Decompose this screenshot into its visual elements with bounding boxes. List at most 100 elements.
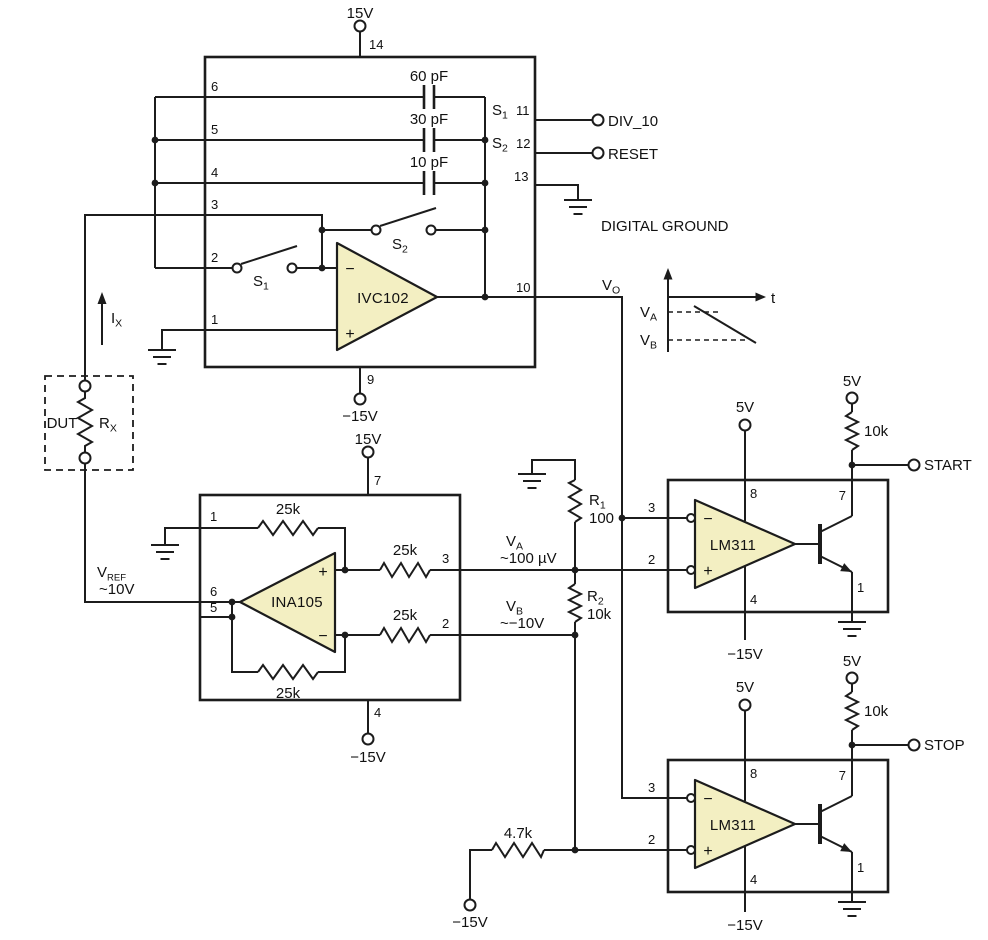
- wire-vo: [437, 296, 687, 799]
- label-cap-30pf: 30 pF: [410, 111, 448, 128]
- pin-label-2: 2: [648, 552, 655, 567]
- ivc102-opamp-triangle: [335, 241, 439, 352]
- level-label-va: VA: [640, 304, 657, 324]
- resistor-4k7: [491, 841, 545, 860]
- ina105-opamp-triangle: [238, 551, 337, 654]
- pin-label-13: 13: [514, 169, 528, 184]
- pin-label-14: 14: [369, 37, 383, 52]
- junction-dot: [571, 566, 579, 574]
- pin-label-1: 1: [857, 580, 864, 595]
- transistor-start: [818, 524, 852, 572]
- label-dut: DUT: [47, 415, 78, 432]
- pin-label-5: 5: [210, 600, 217, 615]
- wire-cap-rows: [155, 96, 485, 184]
- junction-dot: [228, 613, 236, 621]
- waveform-sketch: [663, 268, 766, 352]
- junction-dot: [341, 566, 349, 574]
- lm311-start-box: [666, 478, 890, 614]
- label-10k-pullup: 10k: [864, 423, 889, 440]
- axis-arrow-icon: [663, 268, 673, 280]
- wire-start-pullup: [851, 403, 909, 516]
- junction-dot: [848, 741, 856, 749]
- resistor-10k-stop: [843, 691, 861, 731]
- resistor-25k-pos: [379, 560, 431, 580]
- pin-label-4: 4: [750, 592, 757, 607]
- current-arrow-ix: [97, 292, 107, 345]
- wire-digital-ground: [535, 184, 579, 200]
- pin-label-7: 7: [839, 488, 846, 503]
- label-supply-5v: 5V: [736, 679, 754, 696]
- junction-dot: [318, 226, 326, 234]
- ix-arrowhead-icon: [97, 292, 107, 304]
- terminal-neg15v-ina: [361, 732, 375, 746]
- ground-icon: [838, 621, 866, 637]
- resistor-25k-fb-bottom: [257, 663, 319, 681]
- terminal-5v-start-pullup: [845, 391, 859, 405]
- pin-label-2: 2: [648, 832, 655, 847]
- pin-label-2: 2: [442, 616, 449, 631]
- junction-dot: [618, 514, 626, 522]
- ground-icon: [518, 473, 546, 489]
- wire-dut-to-vref: [84, 463, 240, 603]
- junction-dot: [151, 179, 159, 187]
- axis-arrow-icon: [755, 292, 766, 302]
- label-supply-neg15v: −15V: [342, 408, 377, 425]
- label-supply-neg15v-ina: −15V: [350, 749, 385, 766]
- pin-fn-s2: S2: [492, 135, 508, 155]
- label-supply-15v-ina: 15V: [355, 431, 382, 448]
- net-label-va: VA: [506, 533, 523, 553]
- comparator-minus-sign: −: [703, 511, 712, 528]
- switch-s1-lever: [240, 245, 298, 265]
- label-supply-neg15v: −15V: [727, 646, 762, 663]
- label-25k-neg: 25k: [393, 607, 418, 624]
- pin-label-8: 8: [750, 486, 757, 501]
- pin-label-6: 6: [211, 79, 218, 94]
- label-switch-s2: S2: [392, 236, 408, 256]
- terminal-15v-top: [353, 19, 367, 33]
- ramp-trace: [693, 305, 757, 344]
- label-supply-5v: 5V: [736, 399, 754, 416]
- junction-dot: [228, 598, 236, 606]
- switch-s2: [370, 207, 437, 236]
- terminal-neg15v-pin9: [353, 392, 367, 406]
- pin-label-3: 3: [648, 500, 655, 515]
- resistor-25k-fb-top: [257, 519, 319, 537]
- signal-label-start: START: [924, 457, 972, 474]
- pin-label-2: 2: [211, 250, 218, 265]
- resistor-25k-neg: [379, 625, 431, 645]
- label-supply-neg15v-bias: −15V: [452, 914, 487, 931]
- label-rx: RX: [99, 415, 117, 435]
- net-label-vb: VB: [506, 598, 523, 618]
- label-25k-pos: 25k: [393, 542, 418, 559]
- net-label-vref-value: ~10V: [99, 581, 134, 598]
- wire-r1-ground: [531, 459, 576, 480]
- junction-dot: [151, 136, 159, 144]
- wire-pin3-to-dut: [84, 214, 323, 381]
- junction-dot: [571, 846, 579, 854]
- pin-label-11: 11: [516, 103, 530, 118]
- pin-label-1: 1: [211, 312, 218, 327]
- part-name-lm311: LM311: [710, 817, 756, 834]
- terminal-5v-start-pin8: [738, 418, 752, 432]
- label-r2-value: 10k: [587, 606, 612, 623]
- dut-dashed-box: [44, 375, 134, 471]
- switch-s1: [231, 245, 298, 274]
- resistor-r1: [566, 479, 583, 523]
- junction-dot: [341, 631, 349, 639]
- level-label-vb: VB: [640, 332, 657, 352]
- pin-label-1: 1: [857, 860, 864, 875]
- dut-terminal: [78, 379, 92, 393]
- label-25k-fb-bottom: 25k: [276, 685, 301, 702]
- label-switch-s1: S1: [253, 273, 269, 293]
- pin-label-5: 5: [211, 122, 218, 137]
- pin-label-3: 3: [442, 551, 449, 566]
- label-cap-60pf: 60 pF: [410, 68, 448, 85]
- wire-bias-row: [469, 849, 687, 900]
- opamp-minus-sign: −: [318, 628, 327, 645]
- terminal-start: [907, 458, 921, 472]
- signal-label-reset: RESET: [608, 146, 658, 163]
- input-bubble-icon: [686, 565, 696, 575]
- junction-dots: [151, 136, 856, 854]
- pin-label-4: 4: [750, 872, 757, 887]
